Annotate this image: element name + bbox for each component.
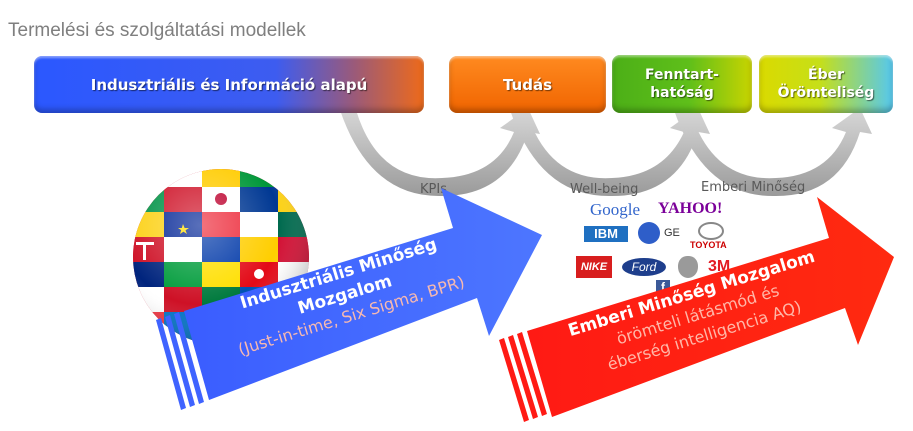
blue-arrow	[156, 188, 542, 410]
blue-arrow-stripe-2	[165, 315, 195, 407]
label-emberi-minoseg: Emberi Minőség	[701, 180, 806, 195]
connector-arc-wellbeing	[510, 108, 710, 197]
toyota-emblem-icon	[698, 222, 724, 240]
ibm-logo: IBM	[584, 226, 628, 242]
google-logo: Google	[590, 200, 641, 219]
stage-mindful-joy-line1: Éber	[808, 67, 844, 83]
stage-sustainability-line1: Fenntart-	[645, 67, 719, 83]
yahoo-logo: YAHOO!	[658, 200, 723, 217]
stage-industrial: Indusztriális és Információ alapú	[34, 56, 424, 113]
stage-knowledge-label: Tudás	[502, 75, 553, 94]
stage-sustainability-line2: hatóság	[650, 85, 714, 101]
blue-arrow-stripe-1	[156, 318, 186, 410]
stage-mindful-joy-line2: Örömteliség	[777, 85, 875, 101]
nike-logo: NIKE	[576, 256, 612, 278]
stage-knowledge: Tudás	[449, 56, 606, 113]
blue-arrow-stripe-3	[174, 312, 204, 404]
toyota-logo: TOYOTA	[690, 240, 727, 250]
stage-industrial-label: Indusztriális és Információ alapú	[90, 75, 368, 94]
red-arrow-stripe-2	[508, 335, 538, 419]
stage-sustainability: Fenntart- hatóság	[612, 55, 752, 113]
label-kpis: KPIs	[420, 182, 447, 197]
red-arrow-stripe-1	[499, 338, 529, 422]
connector-arc-kpis	[340, 108, 540, 197]
red-arrow	[499, 197, 894, 422]
blue-arrow-body	[184, 188, 542, 400]
stage-mindful-joy: Éber Örömteliség	[759, 55, 893, 113]
red-arrow-body	[527, 197, 894, 417]
ge-logo-icon	[638, 222, 660, 244]
ge-logo: GE	[664, 227, 680, 239]
connector-arc-emberi	[674, 108, 872, 197]
page-title: Termelési és szolgáltatási modellek	[8, 20, 306, 41]
label-well-being: Well-being	[570, 182, 639, 197]
ford-logo: Ford	[622, 258, 666, 276]
red-arrow-stripe-3	[517, 332, 547, 416]
apple-logo-icon	[678, 256, 698, 278]
